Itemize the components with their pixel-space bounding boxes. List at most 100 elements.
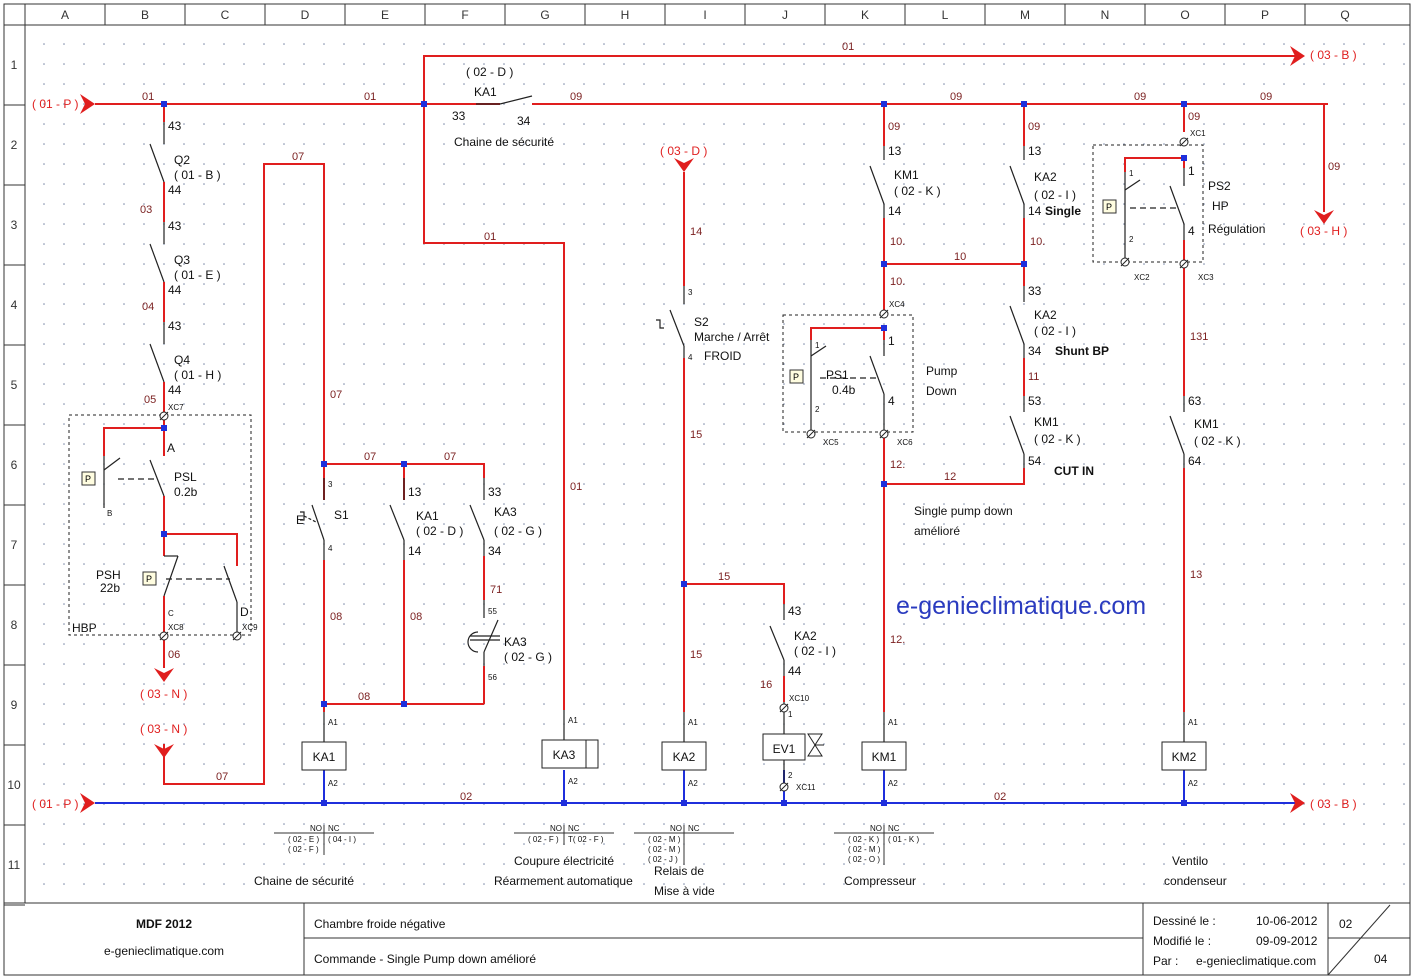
ka1-top-t2: 34 (517, 114, 531, 128)
arrow-out-top (1290, 46, 1305, 66)
column-label: P (1261, 8, 1269, 22)
ka2-a-t1: 13 (1028, 144, 1042, 158)
modified-date: 09-09-2012 (1256, 934, 1318, 948)
coil-label: KA3 (553, 748, 576, 762)
ps1-l1: Pump (926, 364, 958, 378)
km1-b-ref: ( 02 - K ) (1034, 432, 1081, 446)
wire-number: 01 (364, 91, 376, 103)
km1-c-t1: 63 (1188, 394, 1202, 408)
coil-terminal-a1: A1 (568, 716, 578, 725)
wire-number: 09 (950, 91, 962, 103)
ka3-t-t2: 56 (488, 673, 497, 682)
ps2-enclosure (1092, 144, 1204, 263)
ka2-c-ref: ( 02 - I ) (794, 644, 836, 658)
q3-t1: 43 (168, 219, 182, 233)
wire-number: 07 (330, 389, 342, 401)
coil-ka3 (541, 739, 587, 769)
coil-terminal-a2: A2 (568, 777, 578, 786)
km1-b-t1: 53 (1028, 394, 1042, 408)
ps1-t1: 1 (815, 341, 820, 350)
hbp-b: B (107, 509, 112, 518)
xref-no: ( 02 - O ) (848, 855, 880, 864)
coil-terminal-a2: A2 (888, 779, 898, 788)
ka2-a-name: KA2 (1034, 170, 1057, 184)
column-label: Q (1340, 8, 1349, 22)
wire-number: 04 (142, 301, 154, 313)
contacts (103, 95, 1185, 790)
terminal-xc11 (779, 782, 789, 792)
terminal-xc8 (159, 631, 169, 641)
wire-number: 09 (888, 121, 900, 133)
wire-number: 07 (292, 151, 304, 163)
valve-icon (807, 733, 823, 757)
wire-number: 10. (1030, 236, 1045, 248)
xref-no: ( 02 - K ) (848, 835, 879, 844)
wire-number: 10. (890, 236, 905, 248)
s2-t1: 3 (688, 288, 693, 297)
column-label: G (540, 8, 549, 22)
ref-in-phase: ( 01 - P ) (32, 97, 78, 111)
wire-number: 07 (364, 451, 376, 463)
row-label: 3 (11, 218, 18, 232)
ps1-t4: 4 (888, 394, 895, 408)
terminal-arrows (80, 46, 1334, 813)
terminal-xc6 (879, 429, 889, 439)
row-label: 6 (11, 458, 18, 472)
wire-number: 09 (1028, 121, 1040, 133)
row-label: 11 (8, 858, 21, 872)
km1-a-t1: 13 (888, 144, 902, 158)
ref-out-top: ( 03 - B ) (1310, 48, 1357, 62)
q4-t1: 43 (168, 319, 182, 333)
coil-terminal-a1: A1 (328, 718, 338, 727)
s2-name: S2 (694, 315, 709, 329)
note-spd-2: amélioré (914, 524, 960, 538)
column-label: D (301, 8, 310, 22)
wire-number: 10 (954, 251, 966, 263)
wire-number: 15 (690, 429, 702, 441)
psl-name: PSL (174, 470, 197, 484)
row-label: 7 (11, 538, 18, 552)
ps1-l2: Down (926, 384, 957, 398)
xref-no: ( 02 - M ) (848, 845, 881, 854)
xc6: XC6 (897, 438, 913, 447)
note-fan-1: Ventilo (1172, 854, 1208, 868)
coil-label: EV1 (773, 742, 796, 756)
column-label: B (141, 8, 149, 22)
title-line-2: Commande - Single Pump down amélioré (314, 952, 536, 966)
row-label: 9 (11, 698, 18, 712)
coil-terminal-a2: A2 (1188, 779, 1198, 788)
wire-number: 01 (842, 41, 854, 53)
note-spd-1: Single pump down (914, 504, 1013, 518)
q4-t2: 44 (168, 383, 182, 397)
hbp-a: A (167, 441, 175, 455)
coil-ka1 (301, 741, 347, 771)
junction-nodes (161, 101, 1187, 806)
ka1-top-name: KA1 (474, 85, 497, 99)
s2-l1: Marche / Arrêt (694, 330, 770, 344)
wire-number: 09 (1188, 111, 1200, 123)
xref-no: ( 02 - J ) (648, 855, 678, 864)
wire-number: 16 (760, 679, 772, 691)
wire-number: 01 (484, 231, 496, 243)
km1-c-ref: ( 02 - K ) (1194, 434, 1241, 448)
ps2-t2: 2 (1129, 235, 1134, 244)
ka3-c-t1: 33 (488, 485, 502, 499)
note-power-2: Réarmement automatique (494, 874, 633, 888)
ka2-c-name: KA2 (794, 629, 817, 643)
sheet-number: 04 (1374, 952, 1388, 966)
note-fan-2: condenseur (1164, 874, 1227, 888)
neutral-wires (95, 770, 1300, 804)
ref-out-h: ( 03 - H ) (1300, 224, 1347, 238)
coils (301, 733, 1207, 771)
wire-number: 09 (1260, 91, 1272, 103)
column-label: F (461, 8, 468, 22)
xref-head-nc: NC (688, 824, 700, 833)
p-icon: P (1106, 202, 1112, 212)
wire-number: 12 (944, 471, 956, 483)
psh-name: PSH (96, 568, 121, 582)
ka3-t-ref: ( 02 - G ) (504, 650, 552, 664)
wire-number: 11 (1028, 371, 1039, 383)
folio-number: 02 (1339, 917, 1353, 931)
